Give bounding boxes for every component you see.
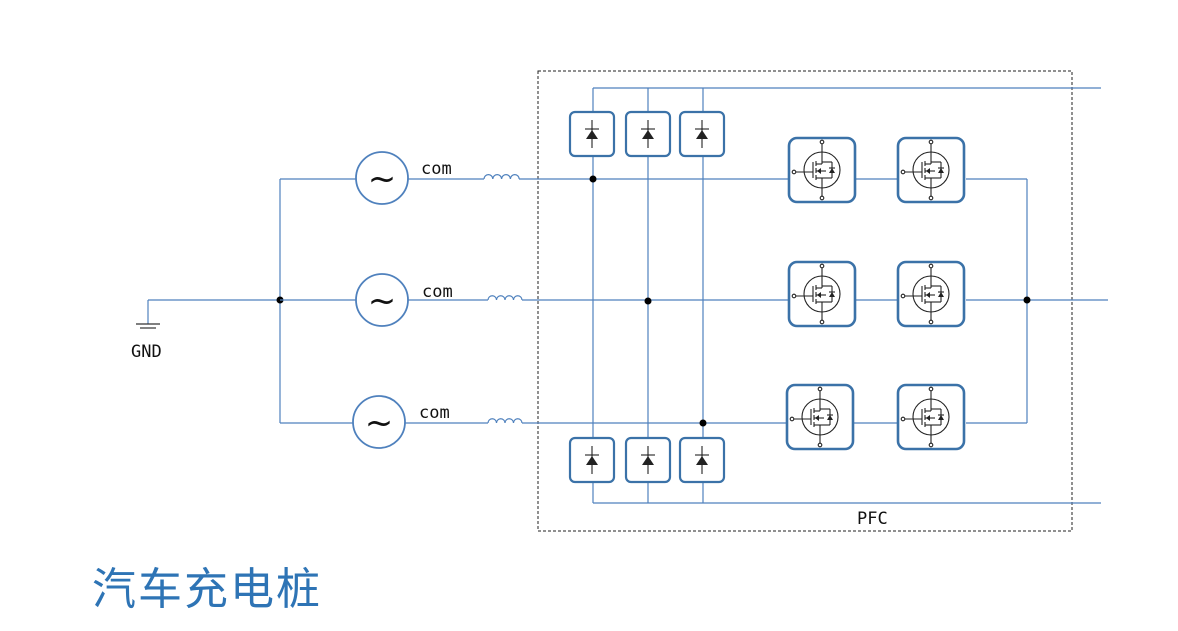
ac-source-symbol: ~ [365,403,394,443]
ac-source-3: ~ [352,395,406,449]
ac-source-2: ~ [355,273,409,327]
junction-dot [589,175,597,183]
mosfet-r3-c2 [896,383,966,451]
ac-source-label: com [419,403,450,423]
junction-dot [644,297,652,305]
diode-lower-2 [624,436,672,484]
ground-label: GND [131,342,162,362]
ac-source-symbol: ~ [368,159,397,199]
diode-upper-2 [624,110,672,158]
mosfet-r2-c2 [896,260,966,328]
ac-source-label: com [421,159,452,179]
inductor-1 [483,174,520,180]
page-title: 汽车充电桩 [92,564,322,615]
junction-dot [1023,296,1031,304]
pfc-label: PFC [857,509,888,529]
diode-upper-3 [678,110,726,158]
mosfet-r1-c2 [896,136,966,204]
ac-source-symbol: ~ [368,281,397,321]
mosfet-r1-c1 [787,136,857,204]
diode-lower-1 [568,436,616,484]
inductor-3 [487,418,523,424]
mosfet-r2-c1 [787,260,857,328]
ac-source-label: com [422,282,453,302]
ac-source-1: ~ [355,151,409,205]
mosfet-r3-c1 [785,383,855,451]
inductor-2 [487,295,523,301]
junction-dot [699,419,707,427]
diode-lower-3 [678,436,726,484]
diode-upper-1 [568,110,616,158]
pfc-block-boundary [537,70,1073,532]
ground-symbol [136,299,280,329]
